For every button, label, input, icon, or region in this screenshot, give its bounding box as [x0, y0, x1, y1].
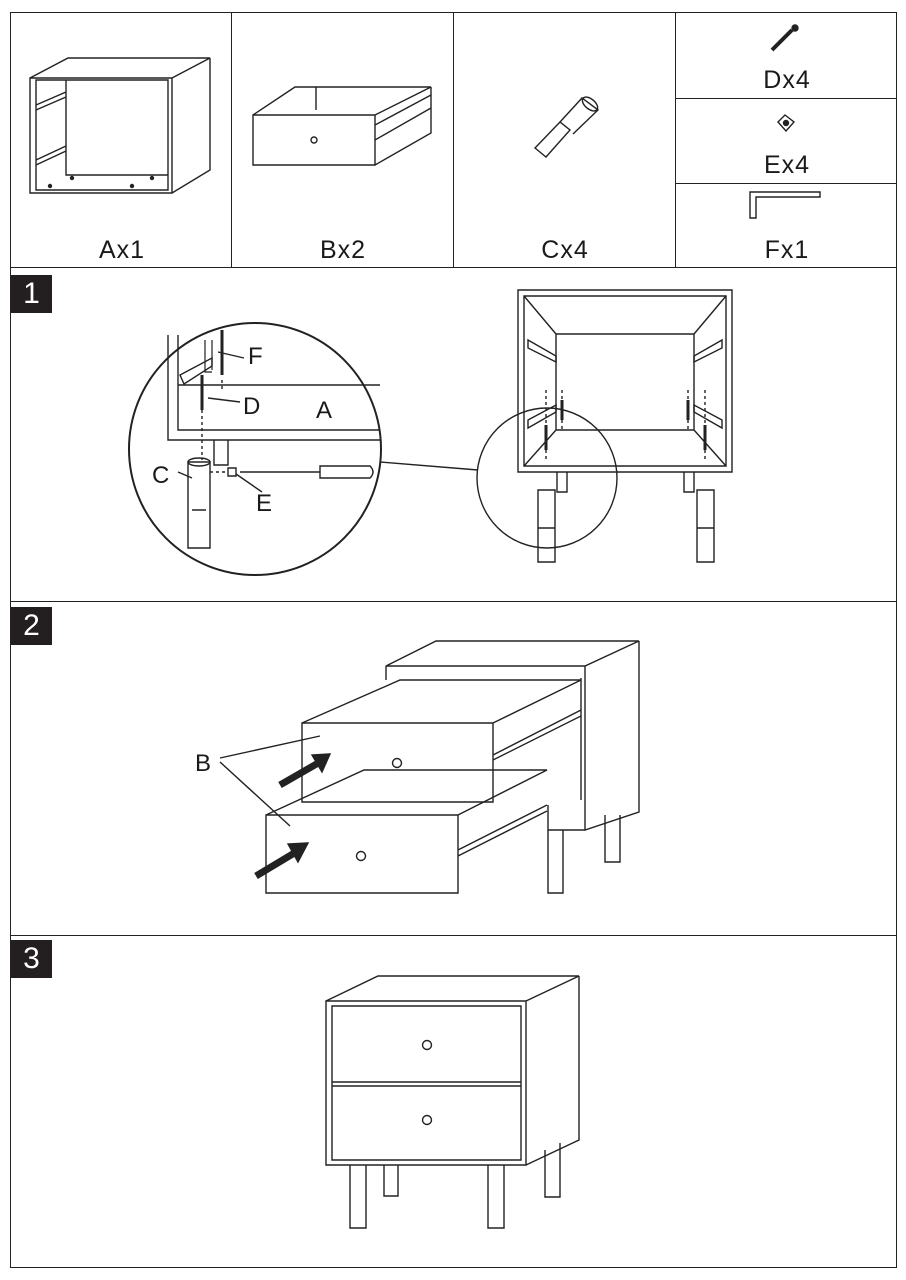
divider	[675, 183, 897, 184]
callout-b: B	[195, 750, 212, 777]
divider	[231, 12, 232, 267]
step-2-badge: 2	[11, 607, 52, 645]
step-3-badge: 3	[11, 940, 52, 978]
part-a-label: Ax1	[98, 236, 146, 264]
divider	[675, 98, 897, 99]
callout-d: D	[243, 393, 261, 420]
part-c-label: Cx4	[541, 236, 589, 264]
part-e-label: Ex4	[763, 151, 811, 179]
step-1-badge: 1	[11, 275, 52, 313]
callout-e: E	[256, 490, 273, 517]
part-d-label: Dx4	[763, 66, 811, 94]
callout-c: C	[152, 462, 170, 489]
divider	[675, 12, 676, 267]
divider	[10, 601, 897, 602]
divider	[453, 12, 454, 267]
divider	[10, 935, 897, 936]
part-b-label: Bx2	[319, 236, 367, 264]
callout-f: F	[248, 343, 263, 370]
callout-a: A	[316, 397, 333, 424]
divider	[10, 267, 897, 268]
part-f-label: Fx1	[764, 236, 810, 264]
